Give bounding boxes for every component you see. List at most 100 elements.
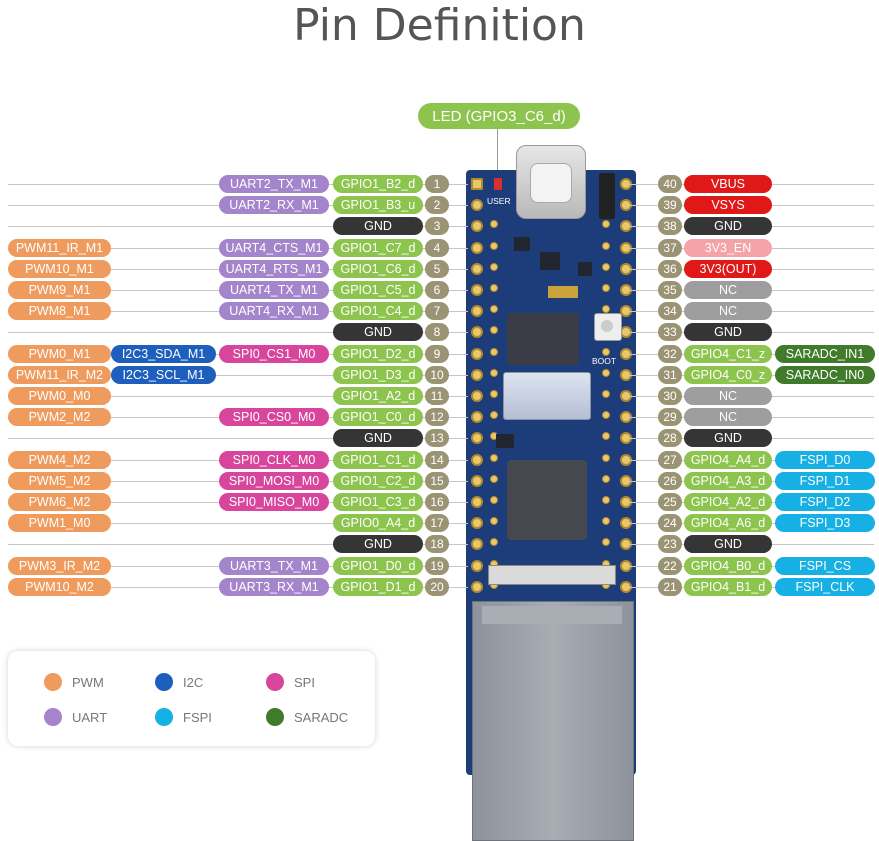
legend-item: UART	[44, 708, 107, 726]
pin-pad	[602, 517, 610, 525]
pin-number: 1	[425, 175, 449, 193]
pin-pad	[602, 475, 610, 483]
legend-item: SPI	[266, 673, 315, 691]
crystal	[548, 286, 578, 298]
led-leader-line	[497, 129, 498, 173]
power-pin: VSYS	[684, 196, 772, 214]
pin-number: 18	[425, 535, 449, 553]
pin-number: 25	[658, 493, 682, 511]
pin-pad	[471, 263, 483, 275]
gnd-pin: GND	[333, 535, 423, 553]
ethernet-jack-top	[482, 606, 622, 624]
soc-chip	[507, 460, 587, 540]
pin-number: 35	[658, 281, 682, 299]
uart-function: UART4_RTS_M1	[219, 260, 329, 278]
usb-c-port	[530, 163, 572, 203]
silkscreen-user: USER	[487, 196, 511, 206]
pin-pad	[490, 220, 498, 228]
pin-number: 10	[425, 366, 449, 384]
gnd-pin: GND	[333, 429, 423, 447]
pin-pad	[490, 496, 498, 504]
gpio-pin: GPIO4_A4_d	[684, 451, 772, 469]
pwm-function: PWM0_M1	[8, 345, 111, 363]
pwm-function: PWM6_M2	[8, 493, 111, 511]
pin-pad	[602, 284, 610, 292]
legend-label: FSPI	[183, 709, 212, 725]
legend-label: SARADC	[294, 709, 349, 725]
pin-pad	[471, 411, 483, 423]
pin-pad	[602, 348, 610, 356]
pin-pad	[471, 538, 483, 550]
small-chip	[496, 434, 514, 448]
pin-pad	[471, 326, 483, 338]
pin-number: 19	[425, 557, 449, 575]
pin-pad	[602, 220, 610, 228]
pin-number: 26	[658, 472, 682, 490]
pwm-function: PWM3_IR_M2	[8, 557, 111, 575]
gpio-pin: GPIO1_C7_d	[333, 239, 423, 257]
pin-pad	[471, 581, 483, 593]
pin-pad	[602, 369, 610, 377]
pin-pad	[490, 454, 498, 462]
gnd-pin: GND	[684, 429, 772, 447]
power-pin: 3V3(OUT)	[684, 260, 772, 278]
legend-item: I2C	[155, 673, 203, 691]
pin-number: 12	[425, 408, 449, 426]
pin-pad	[471, 242, 483, 254]
gpio-pin: GPIO4_B0_d	[684, 557, 772, 575]
gpio-pin: GPIO1_D2_d	[333, 345, 423, 363]
pin-pad	[602, 390, 610, 398]
pin-pad	[602, 242, 610, 250]
pwm-function: PWM10_M1	[8, 260, 111, 278]
pin-number: 20	[425, 578, 449, 596]
gpio-pin: GPIO4_C0_z	[684, 366, 772, 384]
pwm-function: PWM1_M0	[8, 514, 111, 532]
pin-pad	[490, 242, 498, 250]
pin-number: 28	[658, 429, 682, 447]
spi-function: SPI0_CLK_M0	[219, 451, 329, 469]
gpio-pin: GPIO1_C4_d	[333, 302, 423, 320]
pin-number: 15	[425, 472, 449, 490]
pin-number: 32	[658, 345, 682, 363]
gpio-pin: GPIO4_A3_d	[684, 472, 772, 490]
legend-item: SARADC	[266, 708, 348, 726]
small-chip	[578, 262, 592, 276]
gpio-pin: GPIO1_C1_d	[333, 451, 423, 469]
pin-pad	[602, 432, 610, 440]
gpio-pin: GPIO1_A2_d	[333, 387, 423, 405]
pin-pad	[490, 475, 498, 483]
pin-pad	[490, 326, 498, 334]
pwm-function: PWM5_M2	[8, 472, 111, 490]
uart-function: UART4_CTS_M1	[219, 239, 329, 257]
spi-function: SPI0_MISO_M0	[219, 493, 329, 511]
legend-swatch-spi	[266, 673, 284, 691]
fspi-function: FSPI_CLK	[775, 578, 875, 596]
pwm-function: PWM11_IR_M2	[8, 366, 111, 384]
pin-pad	[471, 178, 483, 190]
gpio-pin: GPIO0_A4_d	[333, 514, 423, 532]
legend-swatch-pwm	[44, 673, 62, 691]
gpio-pin: GPIO4_A2_d	[684, 493, 772, 511]
pin-number: 29	[658, 408, 682, 426]
pin-number: 39	[658, 196, 682, 214]
pin-pad	[471, 369, 483, 381]
pin-number: 36	[658, 260, 682, 278]
gnd-pin: GND	[684, 217, 772, 235]
boot-button-cap	[601, 320, 613, 332]
pin-number: 5	[425, 260, 449, 278]
nc-pin: NC	[684, 281, 772, 299]
pin-pad	[471, 284, 483, 296]
fpc-connector	[488, 565, 616, 585]
pin-pad	[471, 560, 483, 572]
pin-pad	[471, 496, 483, 508]
pin-number: 22	[658, 557, 682, 575]
pwm-function: PWM8_M1	[8, 302, 111, 320]
legend-label: PWM	[72, 674, 104, 690]
pin-pad	[471, 220, 483, 232]
gpio-pin: GPIO1_B2_d	[333, 175, 423, 193]
fspi-function: FSPI_D1	[775, 472, 875, 490]
pin-pad	[490, 263, 498, 271]
legend-label: UART	[72, 709, 108, 725]
gpio-pin: GPIO1_C5_d	[333, 281, 423, 299]
